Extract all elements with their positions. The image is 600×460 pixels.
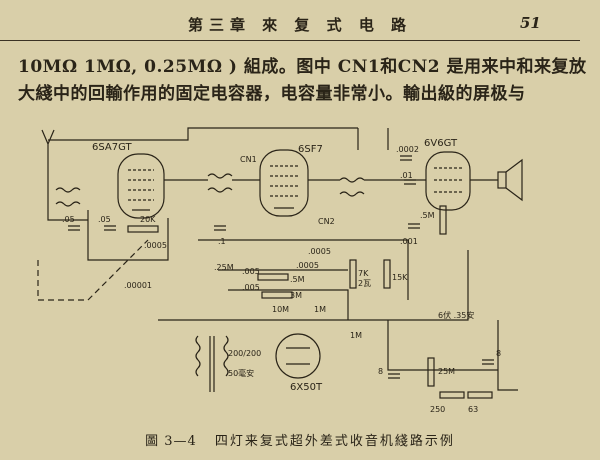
power-transformer bbox=[195, 335, 229, 392]
label-r63: 63 bbox=[468, 405, 478, 414]
label-c8a: 8 bbox=[378, 367, 383, 376]
label-r7k: 7K bbox=[358, 269, 369, 278]
figure-number: 圖 3—4 bbox=[145, 434, 197, 449]
top-wire bbox=[48, 127, 358, 141]
label-r25m2: 25M bbox=[438, 367, 455, 376]
label-c0005a: .0005 bbox=[144, 241, 167, 250]
speaker-symbol bbox=[497, 158, 523, 202]
label-r15k: 15K bbox=[392, 273, 408, 282]
label-r1m: 1M bbox=[314, 305, 326, 314]
body-line-2: 大綫中的回輸作用的固定电容器，电容量非常小。輸出級的屏极与 bbox=[18, 84, 526, 104]
tube-6sf7 bbox=[259, 149, 309, 217]
label-c1: .1 bbox=[218, 237, 226, 246]
page-number: 51 bbox=[520, 14, 541, 32]
if-transformers bbox=[55, 173, 365, 207]
tube-label-6sf7: 6SF7 bbox=[298, 144, 323, 155]
label-c0005c: .0005 bbox=[308, 247, 331, 256]
figure-caption-text: 四灯来复式超外差式收音机綫路示例 bbox=[214, 434, 455, 449]
label-c001: .001 bbox=[400, 237, 418, 246]
label-r10m: 10M bbox=[272, 305, 289, 314]
label-bulb: 6伏 .35安 bbox=[438, 310, 474, 320]
label-tr2: 50毫安 bbox=[228, 368, 254, 378]
label-c05b: .05 bbox=[98, 215, 111, 224]
label-r3m: 3M bbox=[290, 291, 302, 300]
label-c01: .01 bbox=[400, 171, 413, 180]
top-wire-2 bbox=[357, 128, 389, 150]
label-r25m: .25M bbox=[214, 263, 234, 272]
body-line-1: 10MΩ 1MΩ, 0.25MΩ ) 組成。图中 CN1和CN2 是用来中和来复… bbox=[18, 57, 587, 77]
rectifier-tube bbox=[275, 333, 321, 379]
label-tr1: 200/200 bbox=[228, 349, 261, 358]
tube-label-6sa7gt: 6SA7GT bbox=[92, 142, 132, 153]
header-rule bbox=[0, 40, 580, 41]
wire-4 bbox=[158, 250, 518, 391]
wire-3 bbox=[198, 239, 409, 320]
capacitors bbox=[68, 155, 494, 379]
running-head: 第三章 來 复 式 电 路 51 bbox=[0, 14, 600, 36]
label-c05a: .05 bbox=[62, 215, 75, 224]
label-r2w: 2瓦 bbox=[358, 279, 371, 288]
antenna-symbol bbox=[41, 129, 55, 180]
label-c0002: .0002 bbox=[396, 145, 419, 154]
label-cn1: CN1 bbox=[240, 155, 257, 164]
tube-6v6gt bbox=[425, 151, 471, 211]
tube-label-6x50t: 6X50T bbox=[290, 382, 323, 393]
resistors bbox=[127, 205, 493, 399]
label-r5m: .5M bbox=[290, 275, 305, 284]
label-r20k: 20K bbox=[140, 215, 156, 224]
label-c00001: .00001 bbox=[124, 281, 152, 290]
label-r250: 250 bbox=[430, 405, 445, 414]
chapter-title: 第三章 來 复 式 电 路 bbox=[187, 16, 413, 34]
dashed-gang bbox=[37, 239, 149, 301]
figure-caption: 圖 3—4 四灯来复式超外差式收音机綫路示例 bbox=[0, 430, 600, 449]
label-cn2: CN2 bbox=[318, 217, 335, 226]
label-c0005b: .0005 bbox=[296, 261, 319, 270]
tube-label-6v6gt: 6V6GT bbox=[424, 138, 458, 149]
circuit-schematic: 6SA7GT 6SF7 6V6GT bbox=[37, 127, 523, 414]
tube-6sa7gt bbox=[117, 153, 165, 219]
wire-1 bbox=[47, 180, 169, 261]
label-c005b: .005 bbox=[242, 283, 260, 292]
label-r5m2: .5M bbox=[420, 211, 435, 220]
label-c8b: 8 bbox=[496, 349, 501, 358]
body-paragraph: 10MΩ 1MΩ, 0.25MΩ ) 組成。图中 CN1和CN2 是用来中和来复… bbox=[18, 54, 588, 108]
label-r1m2: 1M bbox=[350, 331, 362, 340]
label-c005a: .005 bbox=[242, 267, 260, 276]
